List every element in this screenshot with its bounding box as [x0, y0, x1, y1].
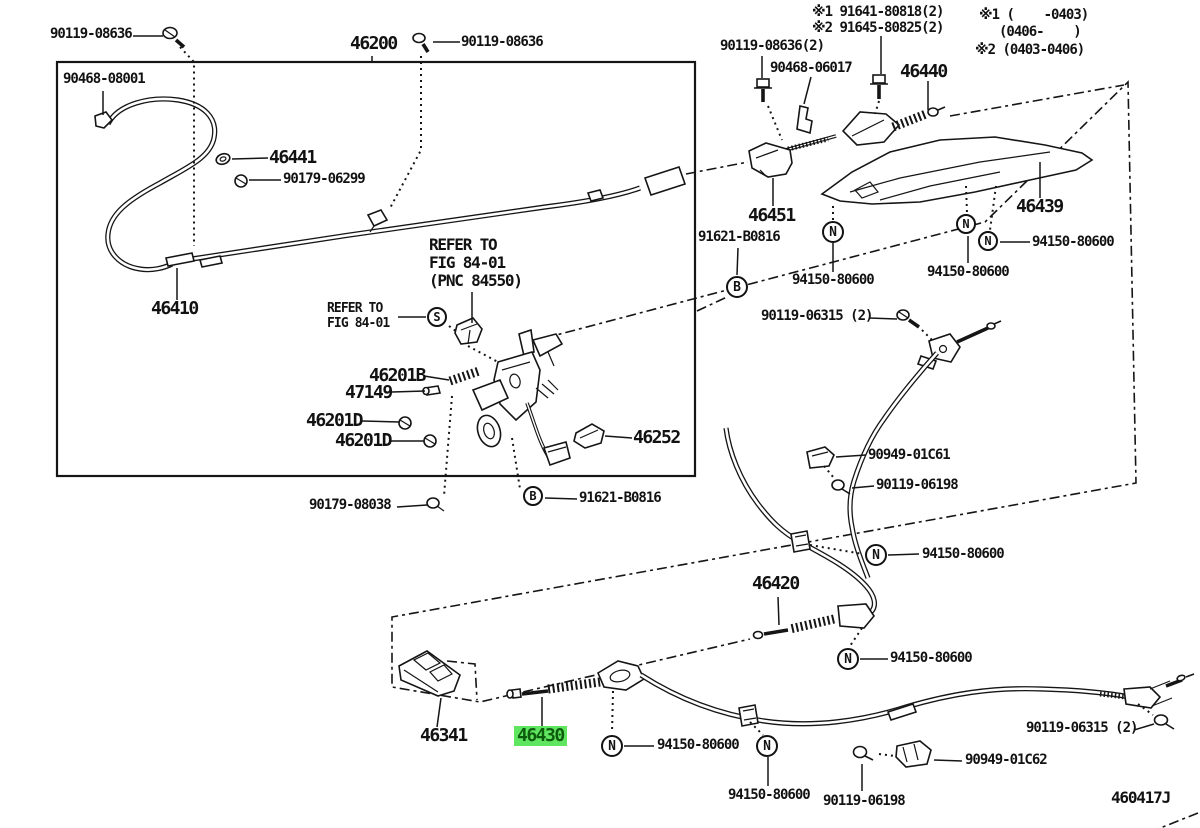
part-label-46441[interactable]: 46441 [269, 147, 317, 168]
marker-B-circle-top: B [726, 276, 748, 298]
zone-boundary-dashes [391, 80, 1199, 828]
marker-B-circle-bottom: B [523, 486, 543, 506]
part-label-94150-80600-f[interactable]: 94150-80600 [657, 737, 740, 753]
part-label-90468-06017[interactable]: 90468-06017 [770, 60, 853, 76]
part-label-46451[interactable]: 46451 [748, 205, 796, 226]
part-label-46201D-b[interactable]: 46201D [335, 430, 393, 451]
marker-N-circle-1: N [822, 221, 844, 243]
note-variant-1: ※1 91641-80818(2) [812, 4, 944, 20]
marker-N-circle-3: N [978, 231, 998, 251]
part-label-46201B[interactable]: 46201B [369, 365, 427, 386]
note-refer-fig: REFER TO FIG 84-01 [327, 301, 390, 331]
note-variant-2: ※2 91645-80825(2) [812, 20, 944, 36]
note-range-2: (0406- ) [999, 24, 1082, 40]
marker-letter: N [872, 547, 880, 563]
marker-N-circle-7: N [756, 735, 778, 757]
marker-S-circle: S [427, 307, 447, 327]
marker-letter: S [433, 310, 441, 324]
note-range-3: ※2 (0403-0406) [975, 42, 1085, 58]
part-label-47149[interactable]: 47149 [345, 382, 393, 403]
marker-N-circle-2: N [956, 214, 976, 234]
part-label-46430-highlighted[interactable]: 46430 [514, 725, 567, 747]
assembly-box-46200 [55, 60, 697, 478]
marker-letter: N [829, 224, 837, 240]
part-label-94150-80600-g[interactable]: 94150-80600 [728, 787, 811, 803]
marker-N-circle-6: N [601, 735, 623, 757]
plate-46439-drawing [820, 136, 1094, 205]
drawing-number: 460417J [1111, 788, 1171, 807]
part-label-46410[interactable]: 46410 [151, 298, 199, 319]
part-label-91621-B0816-b[interactable]: 91621-B0816 [579, 490, 662, 506]
part-label-90949-01C61[interactable]: 90949-01C61 [868, 447, 951, 463]
marker-N-circle-4: N [865, 544, 887, 566]
part-label-94150-80600-d[interactable]: 94150-80600 [922, 546, 1005, 562]
part-label-94150-80600-b[interactable]: 94150-80600 [927, 264, 1010, 280]
part-label-90949-01C62[interactable]: 90949-01C62 [965, 752, 1048, 768]
part-label-90179-08038[interactable]: 90179-08038 [309, 497, 392, 513]
part-label-90119-08636-b[interactable]: 90119-08636 [461, 34, 544, 50]
part-label-46201D-a[interactable]: 46201D [306, 410, 364, 431]
pedal-assembly-drawing [398, 317, 605, 512]
part-label-90119-08636-c[interactable]: 90119-08636(2) [720, 38, 825, 54]
marker-letter: B [733, 279, 741, 295]
marker-letter: N [608, 738, 616, 754]
equalizer-46440-drawing [748, 105, 946, 178]
part-label-91621-B0816-a[interactable]: 91621-B0816 [698, 229, 781, 245]
part-label-94150-80600-a[interactable]: 94150-80600 [792, 272, 875, 288]
bracket-46341-drawing [398, 650, 461, 697]
bolt-glyphs-drawing [162, 26, 921, 329]
part-label-46420[interactable]: 46420 [752, 573, 800, 594]
part-label-90119-08636-a[interactable]: 90119-08636 [50, 26, 133, 42]
part-label-90119-06315-a[interactable]: 90119-06315 (2) [761, 308, 873, 324]
part-label-90468-08001[interactable]: 90468-08001 [63, 71, 146, 87]
marker-letter: N [844, 651, 852, 667]
bottom-hardware-drawing [852, 714, 1175, 768]
cable-46430-drawing [506, 660, 1195, 727]
dotted-leaders [179, 46, 1154, 757]
part-label-46440[interactable]: 46440 [900, 61, 948, 82]
part-label-94150-80600-e[interactable]: 94150-80600 [890, 650, 973, 666]
part-label-90119-06198-b[interactable]: 90119-06198 [823, 793, 906, 809]
note-range-1: ※1 ( -0403) [979, 7, 1089, 23]
part-label-46341[interactable]: 46341 [420, 725, 468, 746]
cable-46410-drawing [94, 96, 687, 273]
marker-letter: B [529, 489, 537, 503]
marker-N-circle-5: N [837, 648, 859, 670]
note-refer-fig-pnc: REFER TO FIG 84-01 (PNC 84550) [429, 235, 523, 290]
part-label-90119-06198-a[interactable]: 90119-06198 [876, 477, 959, 493]
marker-letter: N [962, 217, 970, 231]
part-label-46200[interactable]: 46200 [350, 33, 398, 54]
part-label-90119-06315-b[interactable]: 90119-06315 (2) [1026, 720, 1138, 736]
part-label-94150-80600-c[interactable]: 94150-80600 [1032, 234, 1115, 250]
marker-letter: N [763, 738, 771, 754]
part-label-90179-06299[interactable]: 90179-06299 [283, 171, 366, 187]
part-label-46439[interactable]: 46439 [1016, 196, 1064, 217]
cable-46420-drawing [723, 320, 1002, 640]
marker-letter: N [984, 234, 992, 248]
leader-lines [102, 35, 1155, 791]
part-label-46252[interactable]: 46252 [633, 427, 681, 448]
